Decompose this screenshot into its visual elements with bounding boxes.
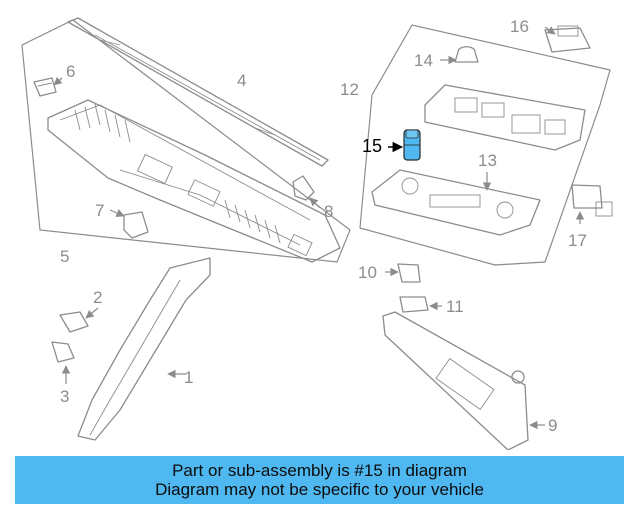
part-13-lamp-base	[371, 169, 541, 236]
main-trim-panel	[47, 99, 341, 263]
callout-11: 11	[446, 297, 464, 316]
callout-3: 3	[60, 387, 69, 406]
callout-4: 4	[237, 71, 246, 90]
part-6-clip	[33, 76, 63, 97]
part-3-clip	[51, 341, 75, 384]
banner-line-1: Part or sub-assembly is #15 in diagram	[172, 461, 467, 480]
part-10-bracket	[385, 263, 421, 283]
part-4-trim-strip	[67, 17, 329, 167]
overhead-console-group-outline	[359, 24, 611, 266]
callout-13: 13	[478, 151, 497, 170]
console-housing	[424, 84, 586, 151]
callout-2: 2	[93, 288, 102, 307]
callout-6: 6	[66, 62, 75, 81]
callout-1: 1	[184, 368, 193, 387]
part-1-a-pillar	[77, 257, 211, 441]
callout-7: 7	[95, 201, 104, 220]
callout-16: 16	[510, 17, 529, 36]
callout-17: 17	[568, 231, 587, 250]
part-2-clip	[59, 307, 99, 333]
roof-panel-group-outline	[21, 19, 351, 263]
callout-9: 9	[548, 416, 557, 435]
callout-8: 8	[324, 202, 333, 221]
info-banner: Part or sub-assembly is #15 in diagram D…	[15, 456, 624, 504]
part-16-connector	[544, 25, 591, 53]
part-7-clip	[109, 209, 149, 239]
banner-line-2: Diagram may not be specific to your vehi…	[155, 480, 484, 499]
callout-10: 10	[358, 263, 377, 282]
part-15-highlighted	[388, 129, 421, 161]
callout-14: 14	[414, 51, 433, 70]
callout-15: 15	[362, 136, 382, 156]
part-11-clip	[399, 296, 442, 313]
part-8-clip	[292, 175, 321, 209]
callout-labels: 1 2 3 4 5 6 7 8 9 10 11 12 13 14 15 16 1…	[60, 17, 587, 435]
part-17-switch	[571, 184, 613, 224]
part-14-fastener	[440, 46, 479, 65]
part-9-sun-visor	[382, 311, 545, 450]
callout-12: 12	[340, 80, 359, 99]
parts-diagram: 1 2 3 4 5 6 7 8 9 10 11 12 13 14 15 16 1…	[21, 17, 613, 450]
callout-5: 5	[60, 247, 69, 266]
